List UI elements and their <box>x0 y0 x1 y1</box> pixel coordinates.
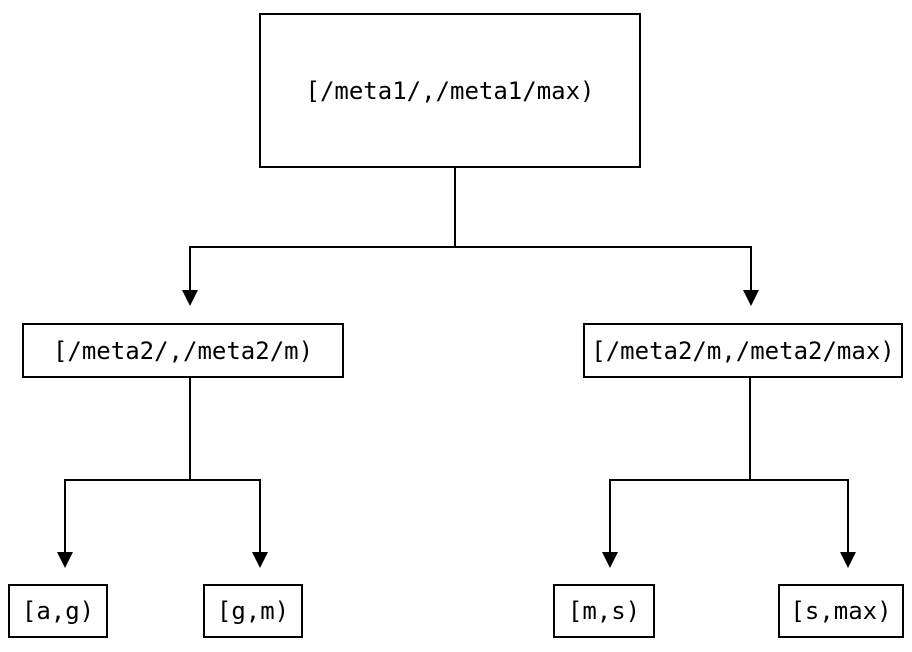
arrowhead-icon <box>182 290 198 306</box>
node-left-right-label: [g,m) <box>216 597 290 625</box>
node-root-label: [/meta1/,/meta1/max) <box>305 76 595 105</box>
node-right-right: [s,max) <box>778 584 904 638</box>
node-right-left: [m,s) <box>553 584 655 638</box>
node-left-left: [a,g) <box>8 584 108 638</box>
arrowhead-icon <box>743 290 759 306</box>
node-right-label: [/meta2/m,/meta2/max) <box>591 336 895 365</box>
node-right: [/meta2/m,/meta2/max) <box>583 323 903 378</box>
node-left-right: [g,m) <box>203 584 303 638</box>
arrowhead-icon <box>602 552 618 568</box>
node-left-left-label: [a,g) <box>21 597 95 625</box>
node-left-label: [/meta2/,/meta2/m) <box>52 336 314 365</box>
node-right-left-label: [m,s) <box>567 597 641 625</box>
node-left: [/meta2/,/meta2/m) <box>22 323 344 378</box>
arrowhead-icon <box>840 552 856 568</box>
node-root: [/meta1/,/meta1/max) <box>259 13 641 168</box>
node-right-right-label: [s,max) <box>790 597 892 625</box>
arrowhead-icon <box>252 552 268 568</box>
arrowhead-icon <box>57 552 73 568</box>
